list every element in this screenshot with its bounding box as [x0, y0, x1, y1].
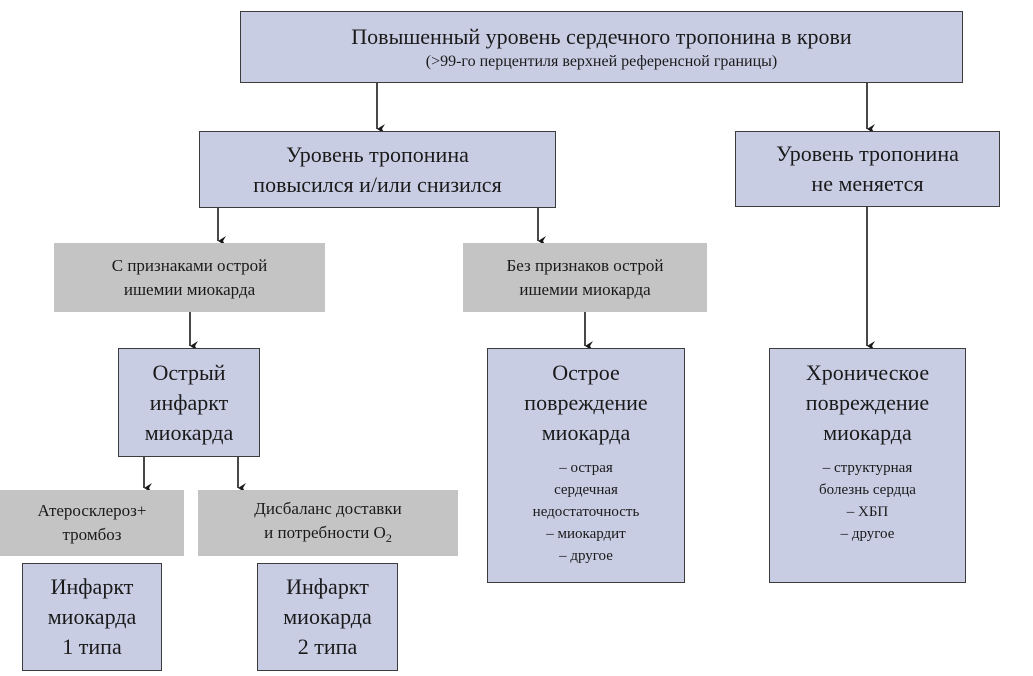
mi-type2-line3: 2 типа	[297, 634, 358, 659]
troponin-changed-box: Уровень тропонина повысился и/или снизил…	[199, 131, 556, 208]
acute-injury-item: – острая	[559, 460, 613, 476]
elevated-troponin-subtitle: (>99-го перцентиля верхней референсной г…	[425, 52, 778, 70]
acute-mi-box: Острый инфаркт миокарда	[118, 348, 260, 457]
mi-type2-line2: миокарда	[283, 604, 372, 629]
with-ischemia-line2: ишемии миокарда	[123, 279, 256, 299]
imbalance-line2: и потребности O2	[264, 521, 392, 550]
without-ischemia-line2: ишемии миокарда	[519, 279, 651, 299]
chronic-injury-box: Хроническое повреждение миокарда – струк…	[769, 348, 966, 583]
chronic-injury-item: – другое	[840, 526, 895, 542]
chronic-injury-item: – ХБП	[846, 504, 889, 520]
acute-mi-line1: Острый	[152, 359, 226, 385]
troponin-changed-line1: Уровень тропонина	[286, 141, 469, 167]
mi-type2-line1: Инфаркт	[286, 574, 369, 599]
mi-type1-line3: 1 типа	[62, 634, 122, 659]
mi-type1-line1: Инфаркт	[50, 574, 134, 599]
troponin-unchanged-box: Уровень тропонина не меняется	[735, 131, 1000, 207]
elevated-troponin-title: Повышенный уровень сердечного тропонина …	[351, 23, 852, 49]
mi-type1-box: Инфаркт миокарда 1 типа	[22, 563, 162, 671]
chronic-injury-item: болезнь сердца	[819, 482, 916, 498]
acute-injury-item: – миокардит	[546, 526, 626, 542]
imbalance-line2-text: и потребности O	[264, 522, 386, 542]
acute-mi-line3: миокарда	[144, 419, 234, 445]
troponin-unchanged-line2: не меняется	[811, 171, 924, 196]
chronic-injury-item: – структурная	[822, 460, 913, 476]
imbalance-line2-subscript: 2	[385, 530, 392, 545]
acute-injury-item: сердечная	[554, 482, 618, 498]
without-ischemia-line1: Без признаков острой	[506, 255, 664, 275]
athero-thrombosis-box: Атеросклероз+ тромбоз	[0, 490, 184, 556]
mi-type2-box: Инфаркт миокарда 2 типа	[257, 563, 398, 671]
chronic-injury-line2: повреждение	[805, 390, 930, 415]
acute-injury-line1: Острое	[552, 360, 620, 385]
troponin-unchanged-line1: Уровень тропонина	[776, 141, 959, 166]
acute-injury-box: Острое повреждение миокарда – острая сер…	[487, 348, 685, 583]
acute-injury-line2: повреждение	[524, 390, 648, 415]
chronic-injury-line3: миокарда	[823, 420, 912, 445]
athero-line2: тромбоз	[62, 525, 122, 544]
supply-demand-imbalance-box: Дисбаланс доставки и потребности O2	[198, 490, 458, 556]
acute-injury-line3: миокарда	[541, 420, 631, 445]
mi-type1-line2: миокарда	[47, 604, 137, 629]
acute-injury-item: – другое	[559, 548, 613, 564]
chronic-injury-line1: Хроническое	[805, 360, 930, 385]
acute-injury-item: недостаточность	[532, 504, 640, 520]
elevated-troponin-box: Повышенный уровень сердечного тропонина …	[240, 11, 963, 83]
with-ischemia-box: С признаками острой ишемии миокарда	[54, 243, 325, 312]
with-ischemia-line1: С признаками острой	[111, 255, 268, 275]
acute-mi-line2: инфаркт	[149, 389, 229, 415]
athero-line1: Атеросклероз+	[37, 501, 147, 520]
imbalance-line1: Дисбаланс доставки	[254, 498, 402, 518]
troponin-changed-line2: повысился и/или снизился	[253, 171, 502, 197]
without-ischemia-box: Без признаков острой ишемии миокарда	[463, 243, 707, 312]
